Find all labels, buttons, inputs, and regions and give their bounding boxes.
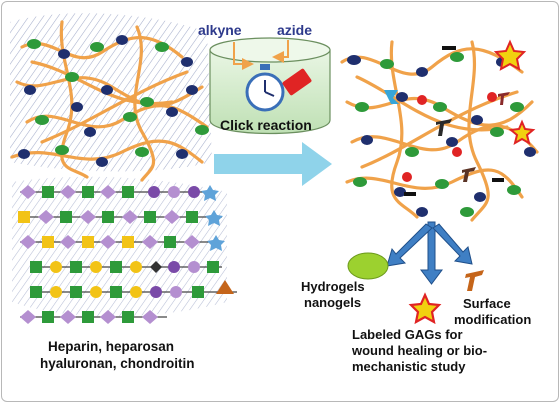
alkyne-label: alkyne — [198, 22, 242, 38]
stopwatch-icon — [245, 64, 285, 112]
azide-tag-icon — [282, 68, 312, 96]
labeled-gags-line-3: mechanistic study — [352, 359, 466, 374]
network-labels — [384, 46, 510, 196]
sugar-chain-1 — [20, 185, 219, 201]
surface-label-line-2: modification — [454, 312, 532, 327]
sugar-chains — [18, 185, 237, 324]
sugar-chain-5 — [30, 280, 237, 298]
star-icon — [493, 39, 536, 146]
branch-arrows — [386, 221, 473, 285]
process-arrow — [214, 142, 332, 186]
hydrogel-blob-icon — [347, 252, 389, 280]
left-network-beads — [18, 35, 209, 167]
sugar-chain-4 — [30, 261, 222, 273]
reagent-arrows — [233, 40, 289, 70]
surface-tag-icon — [465, 270, 484, 291]
sugar-chain-6 — [20, 310, 167, 324]
labeled-star-icon — [408, 292, 442, 325]
source-gags-line-2: hyaluronan, chondroitin — [40, 356, 195, 371]
click-reaction-label: Click reaction — [220, 117, 312, 133]
sugar-chain-3 — [20, 235, 225, 251]
hydrogels-label-line-2: nanogels — [304, 295, 362, 310]
sugar-chain-2 — [18, 210, 223, 226]
labeled-gags-line-1: Labeled GAGs for — [352, 327, 463, 342]
surface-label-line-1: Surface — [463, 296, 511, 311]
source-gags-line-1: Heparin, heparosan — [48, 339, 175, 354]
azide-label: azide — [277, 22, 313, 38]
hydrogels-label-line-1: Hydrogels — [301, 279, 365, 294]
labeled-gags-line-2: wound healing or bio- — [352, 343, 488, 358]
